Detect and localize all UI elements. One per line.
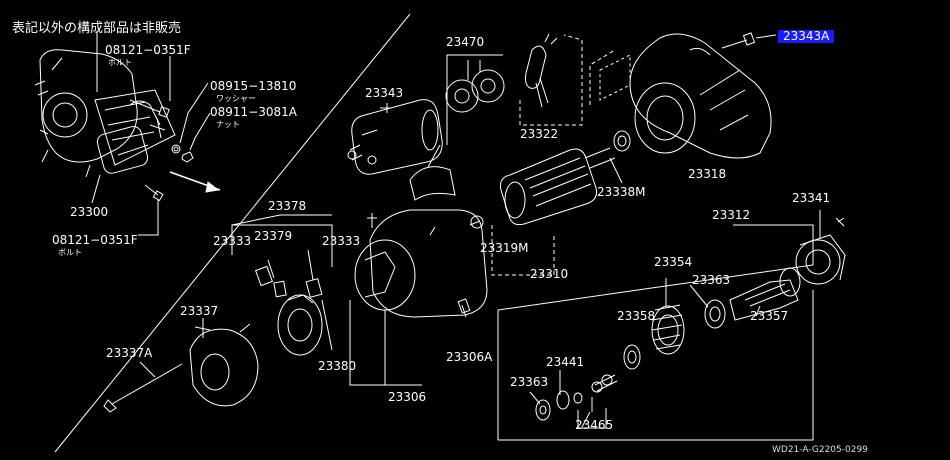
housing-23318-drawing <box>589 33 772 159</box>
part-label-23306: 23306 <box>388 390 427 404</box>
part-label-23441: 23441 <box>546 355 585 369</box>
part-label-23337: 23337 <box>180 304 219 318</box>
shaft-23357-drawing <box>729 267 801 321</box>
yoke-23306-drawing <box>349 209 488 386</box>
part-label-23312: 23312 <box>712 208 751 222</box>
part-label-23338M: 23338M <box>597 185 646 199</box>
gear-case-23341-drawing <box>795 210 846 285</box>
part-label-08911-3081A: 08911−3081A <box>210 105 297 119</box>
part-label-23358: 23358 <box>617 309 656 323</box>
left-leader-lines <box>91 32 221 236</box>
bolt-23343A-drawing <box>721 32 777 49</box>
part-label-23363-left: 23363 <box>510 375 549 389</box>
through-bolt-drawing <box>103 361 183 413</box>
part-23470-drawing <box>445 54 505 145</box>
plate-23380-drawing <box>277 294 333 356</box>
part-label-23341: 23341 <box>792 191 831 205</box>
part-label-23322: 23322 <box>520 127 559 141</box>
part-label-23310: 23310 <box>530 267 569 281</box>
pinion-group-drawing <box>497 224 814 441</box>
part-label-23318: 23318 <box>688 167 727 181</box>
part-label-23363-right: 23363 <box>692 273 731 287</box>
part-label-23333-left: 23333 <box>213 234 252 248</box>
bracket-23337-drawing <box>189 318 259 407</box>
not-sold-note: 表記以外の構成部品は非販売 <box>12 21 182 36</box>
solenoid-23343-drawing <box>347 99 443 175</box>
nut-caption: ナット <box>216 120 240 129</box>
small-parts-drawing <box>529 344 641 429</box>
part-label-23465: 23465 <box>575 418 614 432</box>
part-label-23357: 23357 <box>750 309 789 323</box>
part-label-23300: 23300 <box>70 205 109 219</box>
part-label-23354: 23354 <box>654 255 693 269</box>
part-label-08915-13810: 08915−13810 <box>210 79 297 93</box>
part-label-08121-0351F-bottom: 08121−0351F <box>52 233 138 247</box>
part-label-23343: 23343 <box>365 86 404 100</box>
lever-23322-drawing <box>519 33 583 126</box>
bearing-23338M-drawing <box>609 130 631 184</box>
part-label-23343A[interactable]: 23343A <box>778 30 835 43</box>
gear-23354-drawing <box>651 278 726 355</box>
part-label-23470: 23470 <box>446 35 485 49</box>
part-label-23319M: 23319M <box>480 241 529 255</box>
boot-drawing <box>409 144 456 201</box>
armature-23310-drawing <box>469 147 616 276</box>
brush-set-drawing <box>231 214 333 298</box>
small-fasteners <box>129 99 194 202</box>
part-label-23306A: 23306A <box>446 350 493 364</box>
part-label-23380: 23380 <box>318 359 357 373</box>
part-label-23378: 23378 <box>268 199 307 213</box>
diagram-reference-code: WD21-A-G2205-0299 <box>772 445 868 455</box>
starter-assembly-drawing <box>34 49 176 178</box>
washer-caption: ワッシャー <box>216 94 256 103</box>
part-label-23333-right: 23333 <box>322 234 361 248</box>
bolt-caption-top: ボルト <box>108 58 132 67</box>
part-label-23379: 23379 <box>254 229 293 243</box>
bolt-caption-bottom: ボルト <box>58 248 82 257</box>
part-label-23337A: 23337A <box>106 346 153 360</box>
part-label-08121-0351F-top: 08121−0351F <box>105 43 191 57</box>
